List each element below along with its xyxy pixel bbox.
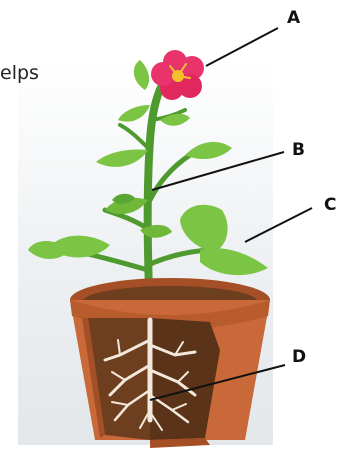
pot	[70, 278, 270, 448]
label-b: B	[292, 142, 305, 159]
label-a: A	[287, 10, 300, 27]
label-d: D	[292, 349, 306, 366]
label-c: C	[324, 197, 336, 214]
cropped-text-fragment: elps	[0, 64, 39, 83]
